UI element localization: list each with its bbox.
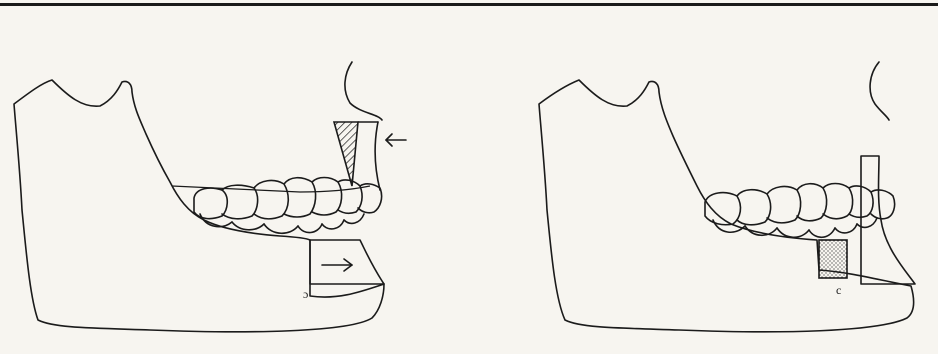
left-arrow-icon xyxy=(386,134,406,146)
right-panel-label: c xyxy=(836,283,841,297)
hatched-incisor-wedge xyxy=(334,122,358,186)
vertical-reference-bar xyxy=(861,156,915,284)
soft-tissue-profile xyxy=(345,62,382,120)
mandible-outline xyxy=(539,80,914,332)
stippled-graft-block xyxy=(819,240,847,278)
mandible-outline xyxy=(14,80,384,332)
lower-teeth xyxy=(200,214,364,233)
right-arrow-icon xyxy=(322,259,352,271)
upper-teeth xyxy=(705,184,895,225)
left-mandible-diagram: ɔ xyxy=(0,0,469,354)
soft-tissue-profile xyxy=(870,62,889,120)
upper-teeth xyxy=(194,178,382,219)
right-mandible-diagram: c xyxy=(469,0,938,354)
left-panel-label: ɔ xyxy=(303,287,308,301)
